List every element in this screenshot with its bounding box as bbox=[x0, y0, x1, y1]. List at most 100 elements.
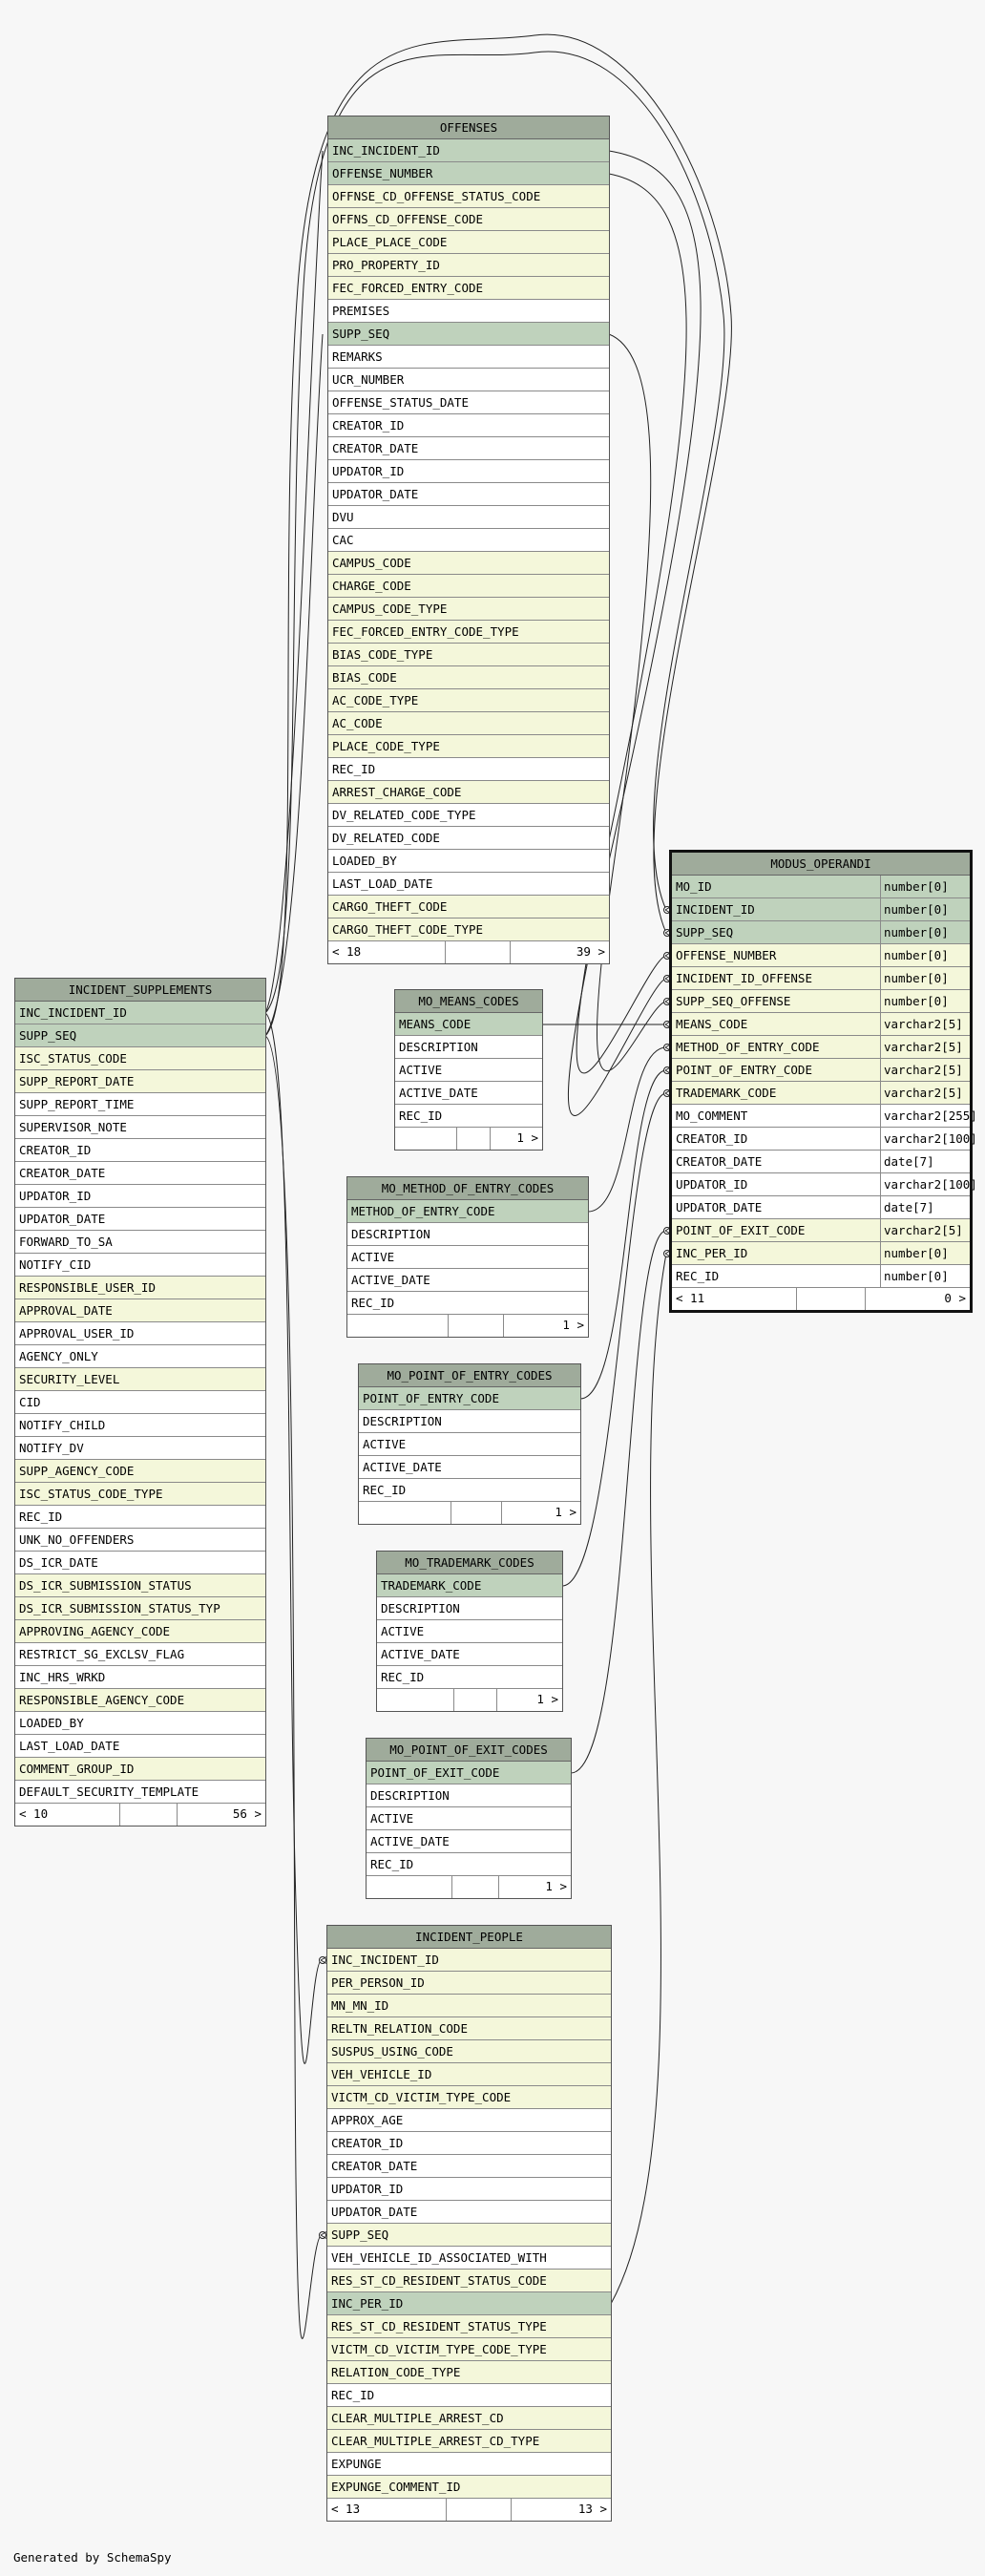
column-row[interactable]: NOTIFY_CHILD bbox=[15, 1414, 265, 1437]
column-row[interactable]: DESCRIPTION bbox=[395, 1036, 542, 1059]
column-row[interactable]: PLACE_PLACE_CODE bbox=[328, 231, 609, 254]
column-row[interactable]: CARGO_THEFT_CODE bbox=[328, 896, 609, 918]
column-row[interactable]: SUPP_SEQ bbox=[327, 2224, 611, 2247]
column-row[interactable]: ACTIVE_DATE bbox=[377, 1643, 562, 1666]
column-row[interactable]: AC_CODE bbox=[328, 712, 609, 735]
column-row[interactable]: FEC_FORCED_ENTRY_CODE bbox=[328, 277, 609, 300]
column-row[interactable]: REC_ID bbox=[15, 1506, 265, 1529]
child-count[interactable]: 13 > bbox=[577, 2502, 607, 2516]
column-row[interactable]: NOTIFY_DV bbox=[15, 1437, 265, 1460]
column-row[interactable]: DESCRIPTION bbox=[377, 1597, 562, 1620]
column-row[interactable]: FORWARD_TO_SA bbox=[15, 1231, 265, 1254]
parent-count[interactable] bbox=[367, 1876, 452, 1898]
column-row[interactable]: APPROVING_AGENCY_CODE bbox=[15, 1620, 265, 1643]
column-row[interactable]: OFFENSE_STATUS_DATE bbox=[328, 391, 609, 414]
column-row[interactable]: UPDATOR_ID bbox=[328, 460, 609, 483]
column-row[interactable]: ACTIVE bbox=[395, 1059, 542, 1082]
column-row[interactable]: ISC_STATUS_CODE bbox=[15, 1047, 265, 1070]
column-row[interactable]: UNK_NO_OFFENDERS bbox=[15, 1529, 265, 1552]
table-title[interactable]: MO_POINT_OF_ENTRY_CODES bbox=[359, 1364, 580, 1387]
column-row[interactable]: BIAS_CODE_TYPE bbox=[328, 644, 609, 666]
column-row[interactable]: RESPONSIBLE_USER_ID bbox=[15, 1277, 265, 1299]
parent-count[interactable]: < 18 bbox=[328, 941, 446, 963]
column-row[interactable]: RELTN_RELATION_CODE bbox=[327, 2017, 611, 2040]
column-row[interactable]: OFFNS_CD_OFFENSE_CODE bbox=[328, 208, 609, 231]
parent-count[interactable]: < 13 bbox=[327, 2499, 447, 2521]
column-row[interactable]: RES_ST_CD_RESIDENT_STATUS_CODE bbox=[327, 2270, 611, 2292]
column-row[interactable]: REC_ID bbox=[367, 1853, 571, 1876]
child-count[interactable]: 1 > bbox=[555, 1505, 576, 1519]
parent-count[interactable] bbox=[347, 1315, 449, 1337]
column-row[interactable]: INC_HRS_WRKD bbox=[15, 1666, 265, 1689]
column-row[interactable]: ACTIVE bbox=[377, 1620, 562, 1643]
column-row[interactable]: ARREST_CHARGE_CODE bbox=[328, 781, 609, 804]
column-row[interactable]: DV_RELATED_CODE bbox=[328, 827, 609, 850]
parent-count[interactable] bbox=[395, 1128, 457, 1150]
column-row[interactable]: LAST_LOAD_DATE bbox=[15, 1735, 265, 1758]
column-row[interactable]: REC_ID bbox=[359, 1479, 580, 1502]
column-row[interactable]: REC_ID bbox=[327, 2384, 611, 2407]
column-row[interactable]: UPDATOR_DATE bbox=[15, 1208, 265, 1231]
column-row[interactable]: CAC bbox=[328, 529, 609, 552]
column-row[interactable]: VICTM_CD_VICTIM_TYPE_CODE_TYPE bbox=[327, 2338, 611, 2361]
column-row[interactable]: PREMISES bbox=[328, 300, 609, 323]
column-row[interactable]: SUSPUS_USING_CODE bbox=[327, 2040, 611, 2063]
column-row[interactable]: REC_ID bbox=[377, 1666, 562, 1689]
column-row[interactable]: LOADED_BY bbox=[15, 1712, 265, 1735]
column-row[interactable]: CREATOR_ID bbox=[15, 1139, 265, 1162]
column-row[interactable]: DS_ICR_SUBMISSION_STATUS_TYP bbox=[15, 1597, 265, 1620]
column-row[interactable]: METHOD_OF_ENTRY_CODE bbox=[347, 1200, 588, 1223]
column-row[interactable]: PLACE_CODE_TYPE bbox=[328, 735, 609, 758]
column-row[interactable]: CREATOR_DATE bbox=[327, 2155, 611, 2178]
column-row[interactable]: SUPP_REPORT_TIME bbox=[15, 1093, 265, 1116]
column-row[interactable]: CID bbox=[15, 1391, 265, 1414]
column-row[interactable]: UPDATOR_ID bbox=[327, 2178, 611, 2201]
table-title[interactable]: OFFENSES bbox=[328, 116, 609, 139]
column-row[interactable]: SUPP_SEQ bbox=[15, 1024, 265, 1047]
column-row[interactable]: POINT_OF_ENTRY_CODE bbox=[359, 1387, 580, 1410]
child-count[interactable]: 1 > bbox=[562, 1318, 584, 1332]
column-row[interactable]: APPROVAL_DATE bbox=[15, 1299, 265, 1322]
column-row[interactable]: NOTIFY_CID bbox=[15, 1254, 265, 1277]
column-row[interactable]: SUPP_REPORT_DATE bbox=[15, 1070, 265, 1093]
column-row[interactable]: CARGO_THEFT_CODE_TYPE bbox=[328, 918, 609, 941]
column-row[interactable]: CLEAR_MULTIPLE_ARREST_CD bbox=[327, 2407, 611, 2430]
column-row[interactable]: APPROX_AGE bbox=[327, 2109, 611, 2132]
column-row[interactable]: FEC_FORCED_ENTRY_CODE_TYPE bbox=[328, 621, 609, 644]
column-row[interactable]: LAST_LOAD_DATE bbox=[328, 873, 609, 896]
column-row[interactable]: INC_INCIDENT_ID bbox=[327, 1949, 611, 1972]
column-row[interactable]: DESCRIPTION bbox=[367, 1784, 571, 1807]
column-row[interactable]: CHARGE_CODE bbox=[328, 575, 609, 598]
table-title[interactable]: MO_MEANS_CODES bbox=[395, 990, 542, 1013]
column-row[interactable]: CLEAR_MULTIPLE_ARREST_CD_TYPE bbox=[327, 2430, 611, 2453]
column-row[interactable]: RELATION_CODE_TYPE bbox=[327, 2361, 611, 2384]
column-row[interactable]: VICTM_CD_VICTIM_TYPE_CODE bbox=[327, 2086, 611, 2109]
table-title[interactable]: INCIDENT_SUPPLEMENTS bbox=[15, 979, 265, 1002]
column-row[interactable]: MEANS_CODE bbox=[395, 1013, 542, 1036]
parent-count[interactable]: < 10 bbox=[15, 1804, 120, 1826]
column-row[interactable]: AGENCY_ONLY bbox=[15, 1345, 265, 1368]
column-row[interactable]: UCR_NUMBER bbox=[328, 369, 609, 391]
child-count[interactable]: 1 > bbox=[545, 1879, 567, 1893]
column-row[interactable]: REC_ID bbox=[395, 1105, 542, 1128]
column-row[interactable]: MN_MN_ID bbox=[327, 1995, 611, 2017]
column-row[interactable]: DV_RELATED_CODE_TYPE bbox=[328, 804, 609, 827]
table-title[interactable]: INCIDENT_PEOPLE bbox=[327, 1926, 611, 1949]
column-row[interactable]: CREATOR_DATE bbox=[15, 1162, 265, 1185]
column-row[interactable]: SECURITY_LEVEL bbox=[15, 1368, 265, 1391]
column-row[interactable]: CAMPUS_CODE bbox=[328, 552, 609, 575]
